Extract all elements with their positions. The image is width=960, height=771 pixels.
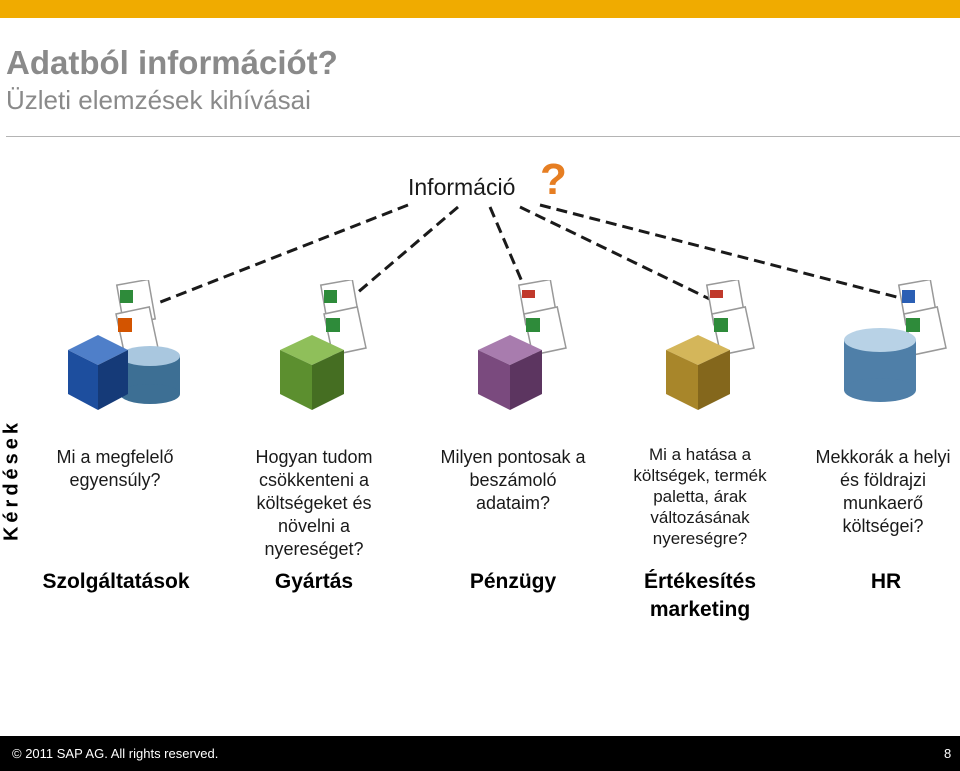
page-number: 8: [944, 746, 952, 761]
question-finance: Milyen pontosak a beszámoló adataim?: [440, 447, 586, 513]
title-divider: [6, 136, 960, 137]
cube-icon: [280, 335, 344, 410]
excel-doc-icon: [523, 306, 567, 356]
category-hr: HR: [870, 570, 902, 593]
footer-bar: [0, 736, 960, 771]
hr-icon-group: [838, 278, 953, 415]
cube-icon: [666, 335, 730, 410]
connector-line-5: [539, 203, 921, 305]
question-hr: Mekkorák a helyi és földrajzi munkaerő k…: [815, 447, 951, 536]
database-icon: [120, 346, 180, 404]
services-icon-group: [58, 278, 188, 415]
slide-subtitle: Üzleti elemzések kihívásai: [6, 85, 311, 115]
question-services: Mi a megfelelő egyensúly?: [56, 447, 174, 490]
top-accent-bar: [0, 0, 960, 18]
excel-doc-icon: [711, 306, 755, 356]
slide-title: Adatból információt?: [6, 44, 338, 81]
copyright-text: © 2011 SAP AG. All rights reserved.: [12, 746, 219, 761]
finance-icon-group: [472, 278, 582, 415]
database-icon: [844, 328, 916, 402]
connector-line-4: [519, 205, 723, 307]
info-label: Információ: [408, 174, 516, 200]
sales-marketing-icon-group: [660, 278, 770, 415]
connector-line-1: [157, 203, 409, 305]
powerpoint-doc-icon: [115, 306, 159, 356]
question-manufacturing: Hogyan tudom csökkenteni a költségeket é…: [255, 447, 373, 559]
category-sales-marketing: Értékesítés marketing: [643, 570, 757, 621]
question-mark-icon: ?: [540, 155, 567, 204]
cube-icon: [68, 335, 128, 410]
cube-icon: [478, 335, 542, 410]
question-sales-marketing: Mi a hatása a költségek, termék paletta,…: [633, 445, 767, 548]
category-services: Szolgáltatások: [42, 570, 190, 593]
manufacturing-icon-group: [272, 278, 382, 415]
category-finance: Pénzügy: [469, 570, 557, 593]
connector-line-2: [342, 205, 459, 307]
side-label-questions: Kérdések: [0, 418, 23, 542]
excel-doc-icon: [323, 306, 367, 356]
category-manufacturing: Gyártás: [274, 570, 354, 593]
